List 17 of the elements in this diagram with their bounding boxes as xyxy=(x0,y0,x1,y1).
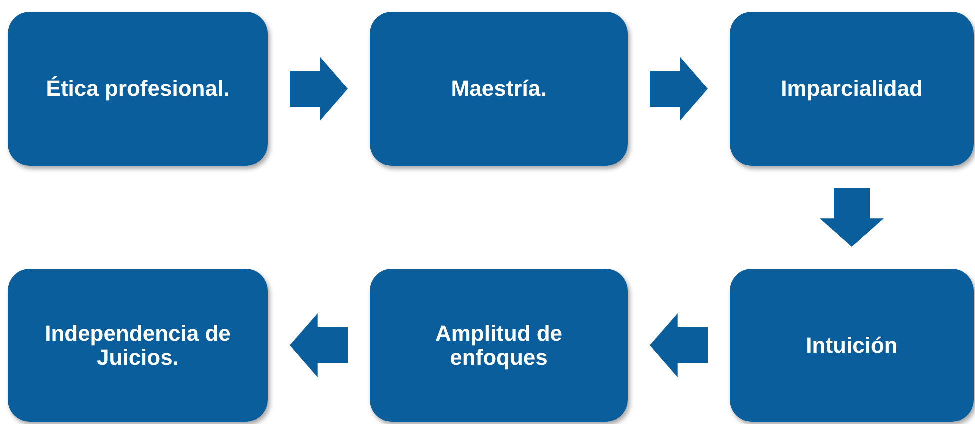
box-label: Ética profesional. xyxy=(46,77,230,101)
box-label: Independencia de Juicios. xyxy=(44,322,232,370)
process-box xyxy=(730,12,974,166)
process-box xyxy=(730,269,974,422)
box-label: Maestría. xyxy=(451,77,547,101)
block-arrow xyxy=(290,314,348,378)
box-label: Imparcialidad xyxy=(781,77,923,101)
process-box xyxy=(370,269,628,422)
process-box xyxy=(8,12,268,166)
block-arrow xyxy=(290,57,348,121)
box-label: Amplitud de enfoques xyxy=(434,322,564,370)
block-arrow xyxy=(820,188,884,247)
process-box xyxy=(8,269,268,422)
block-arrow xyxy=(650,57,708,121)
process-box xyxy=(370,12,628,166)
block-arrow xyxy=(650,314,708,378)
box-label: Intuición xyxy=(806,334,898,358)
